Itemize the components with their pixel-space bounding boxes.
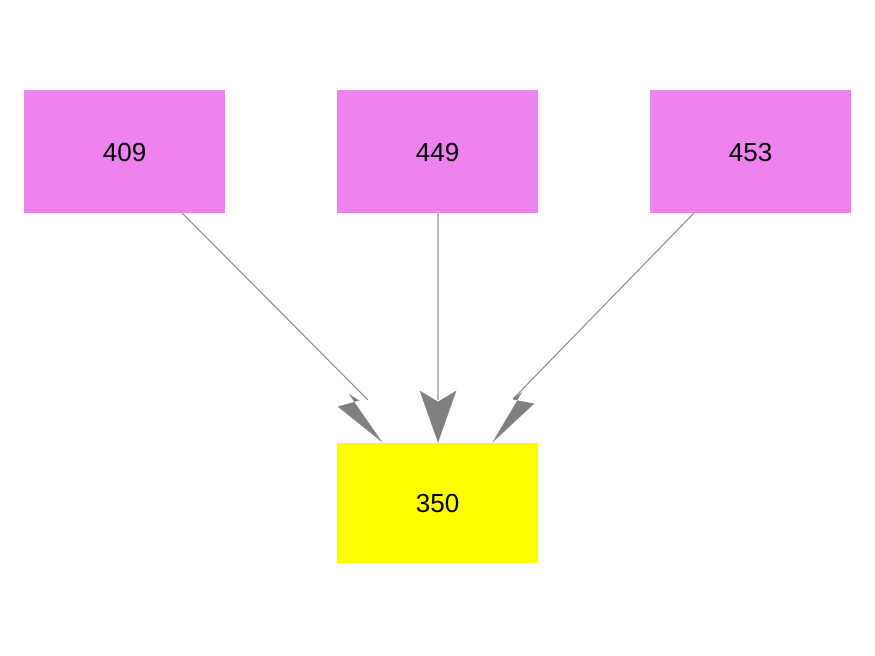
node-label-449: 449 [415, 136, 460, 167]
edge-453-to-350[interactable] [492, 212, 695, 443]
node-label-409: 409 [102, 136, 147, 167]
edge-409-to-350[interactable] [181, 212, 383, 443]
arrowhead-449-to-350 [419, 390, 457, 443]
edge-449-to-350[interactable] [419, 213, 457, 443]
arrowhead-453-to-350 [492, 391, 535, 443]
edge-line-409-to-350 [181, 212, 369, 401]
node-350[interactable]: 350 [337, 443, 538, 563]
node-label-453: 453 [728, 136, 773, 167]
node-453[interactable]: 453 [650, 90, 851, 213]
node-449[interactable]: 449 [337, 90, 538, 213]
arrowhead-409-to-350 [337, 393, 383, 443]
node-label-350: 350 [415, 488, 460, 518]
edge-line-453-to-350 [512, 212, 695, 400]
node-409[interactable]: 409 [24, 90, 225, 213]
